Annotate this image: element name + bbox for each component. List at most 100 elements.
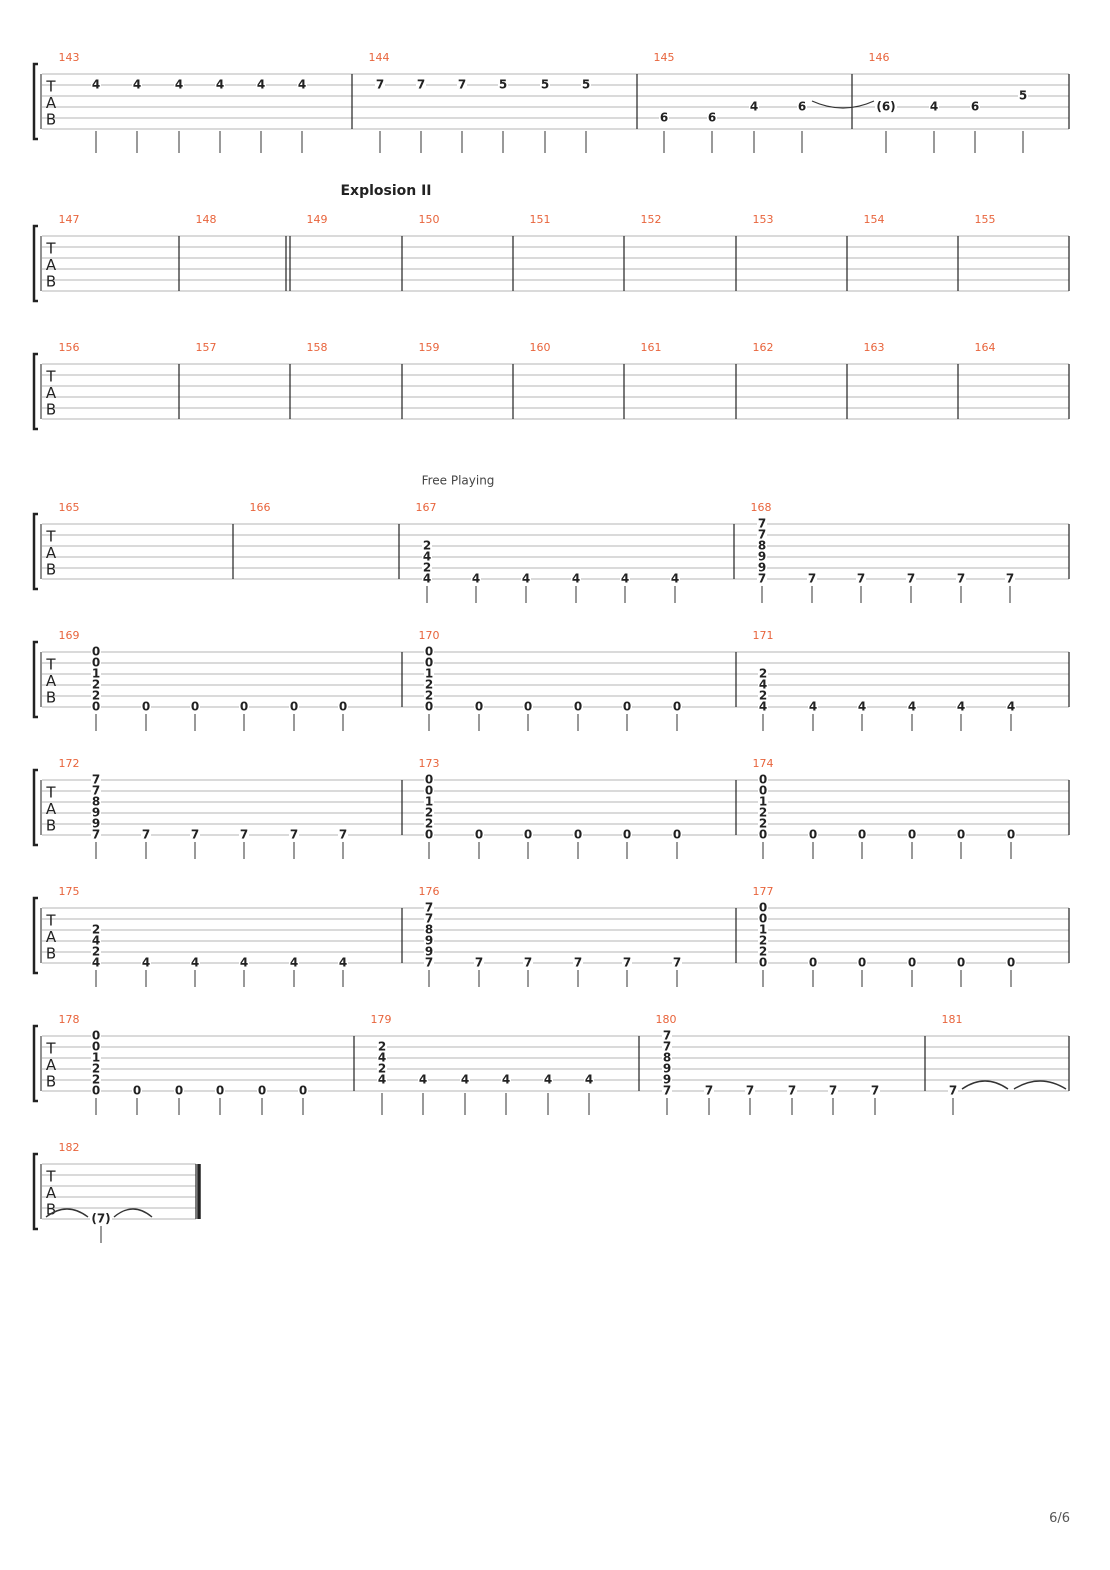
fret-number: 4 [957,700,965,714]
fret-number: 4 [175,78,183,92]
fret-mask [91,775,101,785]
measure-number: 143 [59,51,80,64]
measure-number: 178 [59,1013,80,1026]
fret-number: 2 [425,689,433,703]
fret-number: 2 [92,1073,100,1087]
fret-number: 6 [798,100,806,114]
fret-mask [929,101,939,113]
fret-number: 0 [574,700,582,714]
fret-number: 6 [971,100,979,114]
fret-number: 7 [758,528,766,542]
fret-mask [91,1042,101,1052]
fret-mask [672,829,682,841]
fret-mask [758,702,768,712]
fret-number: 9 [663,1073,671,1087]
fret-number: 0 [216,1084,224,1098]
fret-mask [523,701,533,713]
fret-number: 2 [92,678,100,692]
fret-number: 0 [425,645,433,659]
fret-number: 0 [92,1040,100,1054]
fret-mask [289,829,299,841]
fret-number: 0 [142,700,150,714]
fret-mask [875,101,897,113]
fret-mask [543,1074,553,1086]
fret-number: 2 [378,1040,386,1054]
fret-number: 0 [858,828,866,842]
fret-mask [758,947,768,957]
fret-mask [828,1085,838,1097]
fret-mask [857,957,867,969]
tab-clef-letter: T [45,784,56,802]
fret-mask [377,1075,387,1085]
measure-number: 175 [59,885,80,898]
fret-number: 6 [660,111,668,125]
fret-number: 6 [708,111,716,125]
fret-mask [907,701,917,713]
fret-number: 4 [759,700,767,714]
fret-number: 7 [949,1084,957,1098]
fret-mask [298,1085,308,1097]
fret-number: 7 [524,956,532,970]
fret-mask [749,101,759,113]
measure-number: 166 [250,501,271,514]
fret-mask [662,1075,672,1085]
fret-mask [239,701,249,713]
system-bracket [32,896,38,975]
tab-clef-letter: T [45,656,56,674]
measure-number: 174 [753,757,774,770]
fret-mask [424,680,434,690]
fret-mask [132,79,142,91]
fret-number: 0 [92,1029,100,1043]
fret-number: 0 [175,1084,183,1098]
fret-number: 0 [258,1084,266,1098]
measure-number: 179 [371,1013,392,1026]
fret-number: 0 [524,700,532,714]
fret-number: 7 [808,572,816,586]
fret-mask [758,936,768,946]
fret-mask [289,957,299,969]
fret-number: 0 [475,828,483,842]
fret-number: 7 [376,78,384,92]
fret-number: 7 [746,1084,754,1098]
fret-number: 7 [663,1029,671,1043]
fret-number: 0 [809,828,817,842]
fret-number: 7 [758,517,766,531]
fret-number: 4 [423,550,431,564]
fret-number: 2 [425,678,433,692]
system-bracket [32,352,38,431]
fret-mask [521,573,531,585]
fret-number: 0 [858,956,866,970]
fret-number: 7 [417,78,425,92]
fret-mask [338,701,348,713]
tie-arc [45,1208,89,1218]
fret-mask [758,691,768,701]
fret-number: 2 [92,945,100,959]
fret-mask [375,79,385,91]
fret-mask [141,701,151,713]
tie-arc [811,100,875,109]
fret-number: 0 [759,784,767,798]
fret-number: 4 [461,1073,469,1087]
measure-number: 162 [753,341,774,354]
fret-number: (7) [91,1212,110,1226]
measure-number: 167 [416,501,437,514]
fret-number: 2 [759,934,767,948]
fret-mask [662,1042,672,1052]
fret-mask [758,819,768,829]
fret-mask [970,101,980,113]
fret-number: 0 [673,700,681,714]
fret-mask [91,658,101,668]
fret-number: 9 [92,806,100,820]
free-playing-annotation: Free Playing [422,474,495,488]
fret-mask [670,573,680,585]
fret-mask [523,957,533,969]
tab-clef-letter: B [46,817,56,835]
fret-number: 7 [758,572,766,586]
tab-clef-letter: T [45,368,56,386]
fret-number: 4 [809,700,817,714]
fret-mask [422,552,432,562]
fret-number: 9 [758,561,766,575]
measure-number: 160 [530,341,551,354]
tab-clef-letter: B [46,945,56,963]
